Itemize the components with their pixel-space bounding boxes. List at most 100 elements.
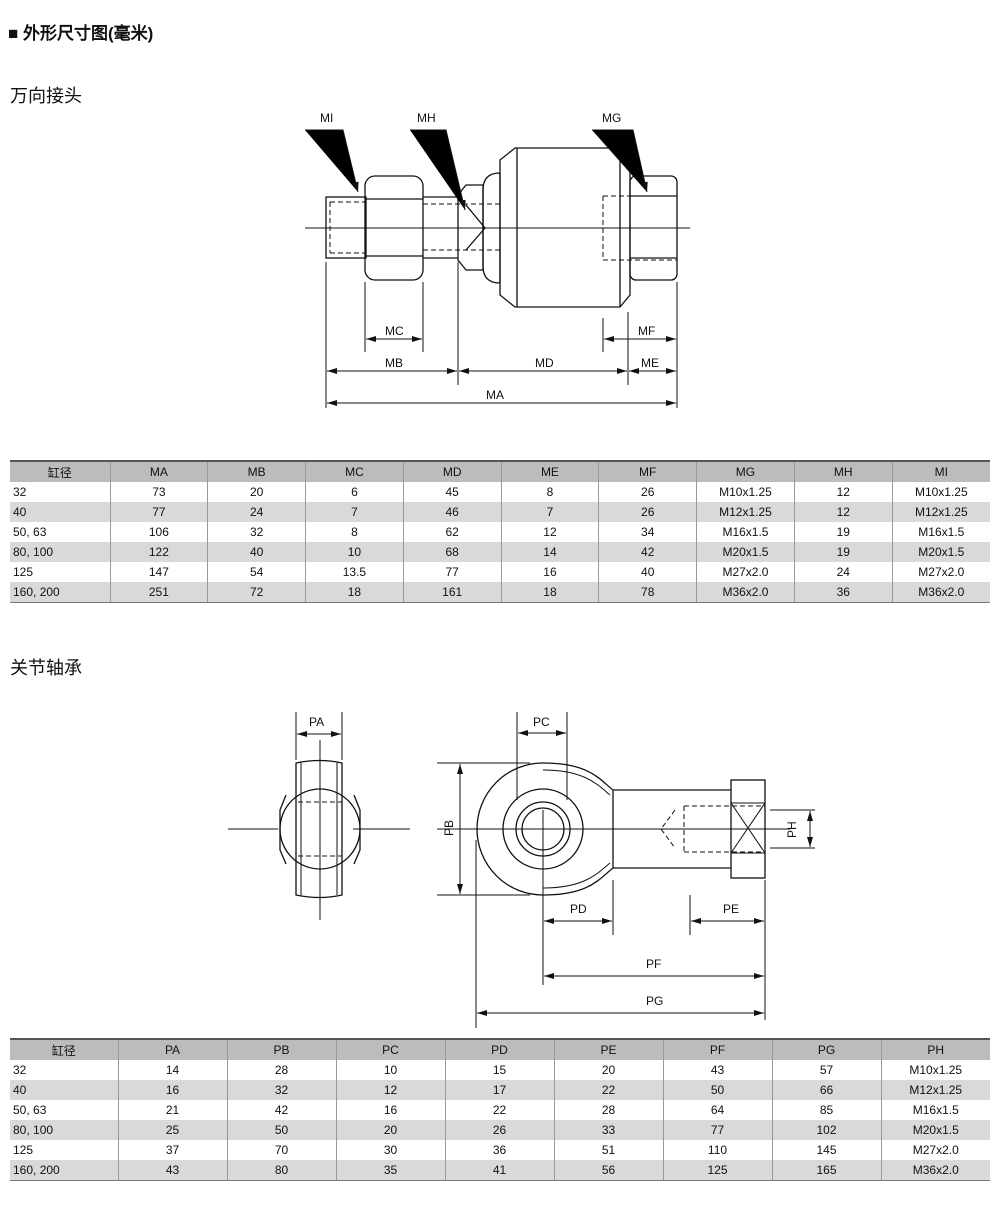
table-cell: 26 (444, 1120, 554, 1140)
table-cell: 40 (207, 542, 306, 562)
section-title-rod-end-bearing: 关节轴承 (10, 658, 82, 678)
table-cell: 122 (109, 542, 208, 562)
table-cell: 14 (500, 542, 599, 562)
table-cell: 13.5 (305, 562, 404, 582)
table-cell: 41 (444, 1160, 554, 1181)
table-cell: 6 (305, 482, 404, 502)
table-cell: 66 (771, 1080, 881, 1100)
column-header: PH (880, 1038, 990, 1060)
table-cell: 24 (793, 562, 893, 582)
table-cell: M16x1.5 (880, 1100, 990, 1120)
table-cell: 7 (500, 502, 599, 522)
table-cell: 165 (771, 1160, 881, 1181)
table-cell: 10 (335, 1060, 445, 1080)
label-ph: PH (785, 821, 799, 838)
label-mg: MG (602, 111, 621, 125)
universal-joint-drawing: MI MH MG MC MF MB MD ME MA (305, 111, 690, 408)
table-cell: 28 (226, 1060, 336, 1080)
column-header: MD (402, 460, 502, 482)
label-ma: MA (486, 388, 504, 402)
table-cell: 19 (793, 542, 893, 562)
table-cell: 12 (793, 482, 893, 502)
label-pf: PF (646, 957, 661, 971)
table-cell: M10x1.25 (880, 1060, 990, 1080)
table-cell: 19 (793, 522, 893, 542)
rod-end-bearing-drawing: PA PC PB PD PE PF PG PH (228, 712, 815, 1028)
table-cell: 43 (662, 1060, 772, 1080)
column-header: 缸径 (10, 460, 110, 482)
table-cell: 80 (226, 1160, 336, 1181)
table-cell: 18 (305, 582, 404, 603)
table-cell: 20 (207, 482, 306, 502)
table-cell: 50 (662, 1080, 772, 1100)
section-title-universal-joint: 万向接头 (10, 86, 82, 106)
table-cell: 8 (500, 482, 599, 502)
table-cell: M10x1.25 (891, 482, 990, 502)
table-cell: 40 (10, 1080, 118, 1100)
table-cell: 16 (500, 562, 599, 582)
table-cell: 251 (109, 582, 208, 603)
label-md: MD (535, 356, 554, 370)
label-pg: PG (646, 994, 663, 1008)
table-cell: M20x1.5 (696, 542, 795, 562)
table-cell: 50, 63 (13, 1103, 47, 1117)
table-cell: 145 (771, 1140, 881, 1160)
table-cell: M20x1.5 (891, 542, 990, 562)
table-cell: 45 (402, 482, 502, 502)
table-cell: 8 (305, 522, 404, 542)
table-cell: 125 (13, 1143, 34, 1157)
table-cell: 147 (109, 562, 208, 582)
label-pb: PB (442, 820, 456, 836)
table-cell: 16 (335, 1100, 445, 1120)
table-cell: 64 (662, 1100, 772, 1120)
table-cell: 20 (553, 1060, 663, 1080)
table-cell: 40 (10, 502, 110, 522)
table-cell: 50, 63 (13, 525, 47, 539)
table-cell: 54 (207, 562, 306, 582)
table-cell: 80, 100 (10, 1120, 118, 1140)
table-cell: 32 (226, 1080, 336, 1100)
table-cell: 33 (553, 1120, 663, 1140)
table-cell: 12 (335, 1080, 445, 1100)
table-cell: 46 (402, 502, 502, 522)
column-header: PG (771, 1038, 881, 1060)
column-header: PD (444, 1038, 554, 1060)
table-cell: 16 (117, 1080, 227, 1100)
table-cell: 110 (662, 1140, 772, 1160)
column-header: PC (335, 1038, 445, 1060)
table-cell: M12x1.25 (880, 1080, 990, 1100)
table-cell: 24 (207, 502, 306, 522)
table-cell: 161 (402, 582, 502, 603)
table-cell: M27x2.0 (891, 562, 990, 582)
table-cell: 17 (444, 1080, 554, 1100)
column-header: MC (305, 460, 404, 482)
label-mf: MF (638, 324, 655, 338)
table-cell: 40 (598, 562, 697, 582)
table-cell: 20 (335, 1120, 445, 1140)
table-cell: 106 (109, 522, 208, 542)
table-cell: M20x1.5 (880, 1120, 990, 1140)
table-cell: 77 (402, 562, 502, 582)
table-cell: 26 (598, 482, 697, 502)
table-cell: M36x2.0 (696, 582, 795, 603)
table-cell: 34 (598, 522, 697, 542)
table-cell: 12 (793, 502, 893, 522)
label-mi: MI (320, 111, 333, 125)
page-title: ■ 外形尺寸图(毫米) (8, 24, 154, 43)
column-header: MF (598, 460, 697, 482)
table-cell: 15 (444, 1060, 554, 1080)
table-cell: 25 (117, 1120, 227, 1140)
table-cell: 21 (117, 1100, 227, 1120)
table-cell: 42 (226, 1100, 336, 1120)
table-cell: 68 (402, 542, 502, 562)
table-cell: 80, 100 (10, 542, 110, 562)
